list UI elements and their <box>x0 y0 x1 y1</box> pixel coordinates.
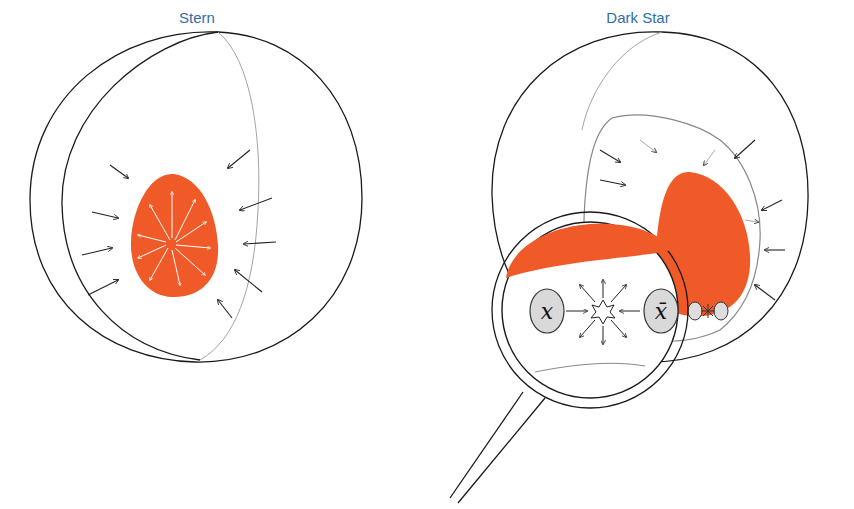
magnified-shell <box>535 363 645 372</box>
magnifier-handle <box>450 392 545 503</box>
magnified-core <box>506 224 672 278</box>
annihilation-burst <box>566 280 640 344</box>
magnifier-rim <box>492 212 688 408</box>
particle-symbol: x̄ <box>655 299 667 324</box>
dark-star-sphere <box>492 32 808 362</box>
stellar-core <box>131 174 218 297</box>
panel-title: Stern <box>179 9 215 26</box>
particle-symbol: x <box>541 299 553 324</box>
core-outflow-arrows <box>138 192 210 285</box>
star-sphere <box>30 32 362 362</box>
annihilation-pair <box>688 302 728 320</box>
magnifier-lens <box>502 222 678 398</box>
inner-shell-arrows <box>640 140 758 222</box>
particle-node: x̄ <box>643 288 679 334</box>
particle-node: x <box>529 288 565 334</box>
panel-title: Dark Star <box>606 9 669 26</box>
infall-arrows <box>82 150 276 318</box>
